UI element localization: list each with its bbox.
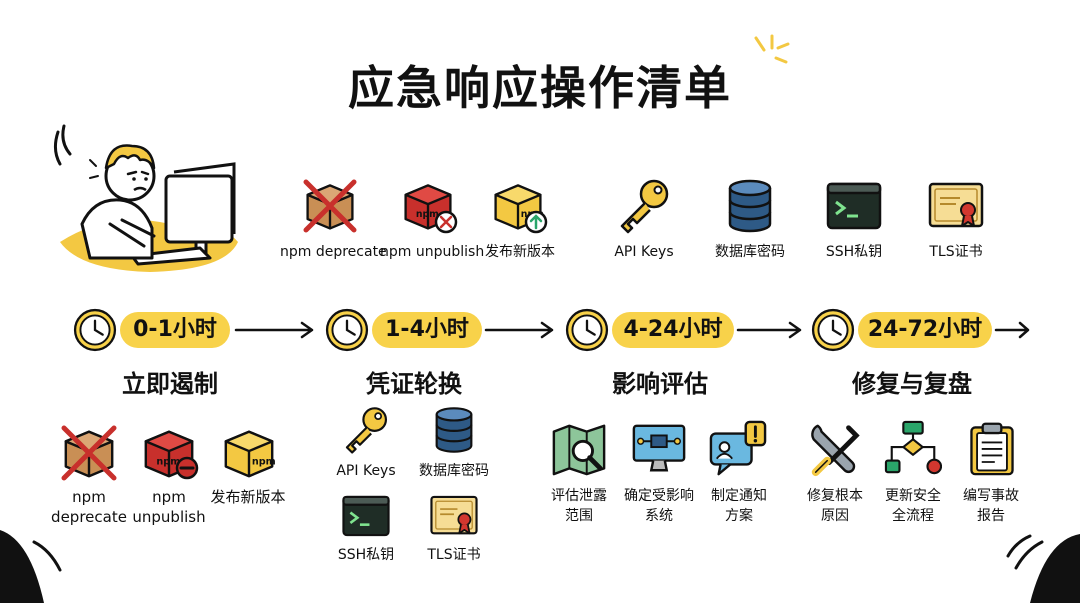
phase-time-24-72h: 24-72小时 xyxy=(858,312,992,348)
map-magnifier-icon xyxy=(550,420,608,478)
top-label-ssh: SSH私钥 xyxy=(825,244,883,260)
phase-name-impact-assessment: 影响评估 xyxy=(612,370,708,398)
phase4-item-security-process: 更新安全 全流程 xyxy=(885,488,941,524)
terminal-icon xyxy=(340,490,392,542)
phase2-item-db-password: 数据库密码 xyxy=(419,463,489,479)
phase4-item-root-cause: 修复根本 原因 xyxy=(807,488,863,524)
flowchart-icon xyxy=(884,420,942,478)
phase-time-0-1h: 0-1小时 xyxy=(120,312,230,348)
corner-decoration-right xyxy=(1006,534,1080,603)
phase2-item-tls: TLS证书 xyxy=(427,547,481,563)
phase-time-4-24h: 4-24小时 xyxy=(612,312,734,348)
npm-box-unpublish-icon xyxy=(400,178,458,234)
page-title: 应急响应操作清单 xyxy=(348,61,732,115)
top-label-publish: 发布新版本 xyxy=(485,244,555,260)
certificate-icon xyxy=(428,490,480,542)
top-label-api-keys: API Keys xyxy=(614,244,674,260)
clock-icon xyxy=(72,307,118,353)
timeline-arrow xyxy=(484,321,554,339)
database-icon xyxy=(720,176,780,236)
phase-name-remediation-review: 修复与复盘 xyxy=(852,370,972,398)
monitor-network-icon xyxy=(630,420,688,478)
npm-box-publish-icon xyxy=(490,178,548,234)
sparkle-decoration xyxy=(754,34,790,64)
key-icon xyxy=(614,176,674,236)
npm-box-unpublish-icon xyxy=(140,424,199,480)
notification-chat-icon xyxy=(708,420,768,478)
top-label-db-password: 数据库密码 xyxy=(715,244,785,260)
phase-name-credential-rotation: 凭证轮换 xyxy=(366,370,462,398)
npm-box-icon xyxy=(220,424,278,482)
key-icon xyxy=(340,404,392,456)
phase-name-containment: 立即遏制 xyxy=(122,370,218,398)
timeline-arrow xyxy=(234,321,314,339)
corner-decoration-left xyxy=(0,530,62,603)
clipboard-icon xyxy=(964,418,1020,478)
certificate-icon xyxy=(926,176,986,236)
crossed-box-icon xyxy=(303,179,357,233)
phase2-item-api-keys: API Keys xyxy=(336,463,396,479)
stressed-developer-illustration xyxy=(53,124,238,272)
top-label-npm-unpublish: npm unpublish xyxy=(380,244,485,260)
clock-icon xyxy=(564,307,610,353)
phase1-item-deprecate: npm deprecate xyxy=(51,488,127,526)
phase4-item-incident-report: 编写事故 报告 xyxy=(963,488,1019,524)
terminal-icon xyxy=(824,176,884,236)
phase1-item-unpublish: npm unpublish xyxy=(132,488,206,526)
clock-icon xyxy=(810,307,856,353)
phase3-item-scope: 评估泄露 范围 xyxy=(551,488,607,524)
phase2-item-ssh: SSH私钥 xyxy=(337,547,395,563)
phase3-item-notification-plan: 制定通知 方案 xyxy=(711,488,767,524)
timeline-arrow xyxy=(994,321,1030,339)
wrench-screwdriver-icon xyxy=(806,420,864,478)
phase1-item-publish: 发布新版本 xyxy=(210,488,286,506)
phase3-item-affected-systems: 确定受影响 系统 xyxy=(624,488,694,524)
database-icon xyxy=(428,404,480,456)
top-label-tls: TLS证书 xyxy=(929,244,983,260)
timeline-arrow xyxy=(736,321,802,339)
clock-icon xyxy=(324,307,370,353)
top-label-npm-deprecate: npm deprecate xyxy=(280,244,387,260)
crossed-box-icon xyxy=(61,425,117,481)
phase-time-1-4h: 1-4小时 xyxy=(372,312,482,348)
